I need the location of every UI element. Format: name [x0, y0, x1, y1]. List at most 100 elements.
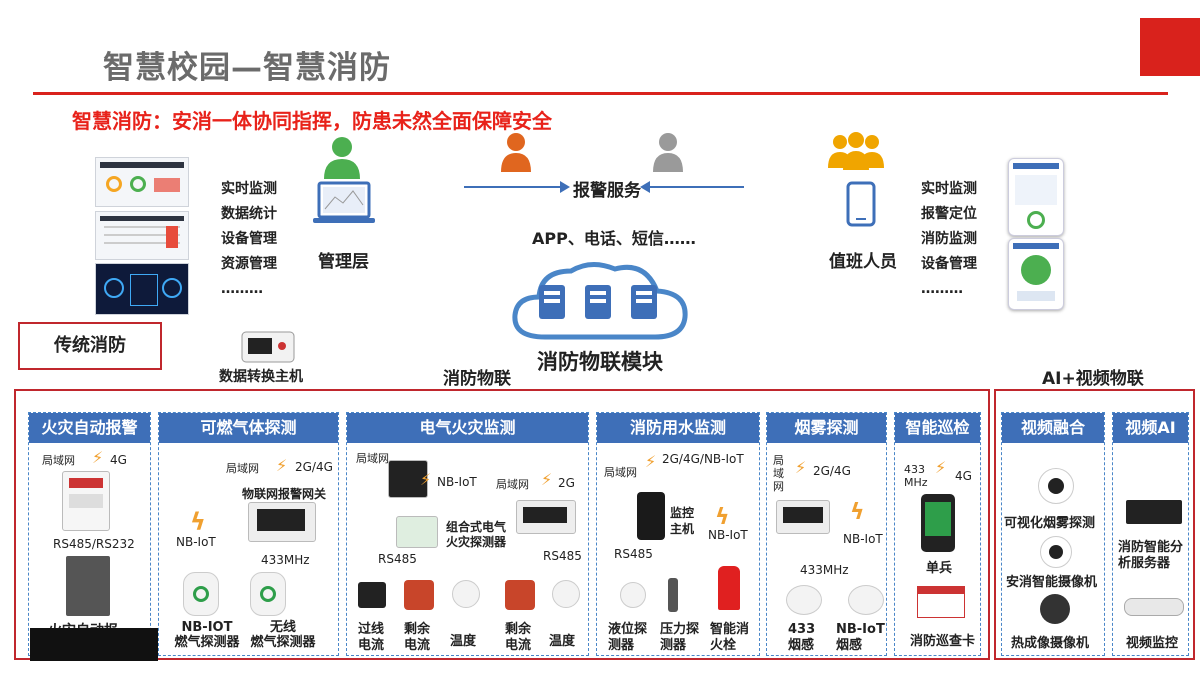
nb-gas-detector	[183, 572, 219, 616]
left-function-2: 数据统计	[221, 206, 277, 222]
alarm-arrows	[464, 181, 744, 193]
fire-alarm-bus: RS485/RS232	[53, 537, 135, 551]
section-fire-alarm: 火灾自动报警	[28, 412, 151, 656]
management-layer-label: 管理层	[318, 252, 369, 272]
residual-current-sensor-1	[404, 580, 434, 610]
section-patrol: 智能巡检	[894, 412, 981, 656]
thermal-camera	[1040, 594, 1070, 624]
water-lan: 局域网	[604, 466, 637, 479]
combo-detector-device	[396, 516, 438, 548]
electric-bus-1: RS485	[378, 552, 417, 566]
pressure-sensor	[668, 578, 678, 612]
smoke-device-2-label: NB-IoT 烟感	[836, 622, 885, 653]
electric-device-2-label: 剩余 电流	[404, 622, 431, 653]
left-function-4: 资源管理	[221, 256, 277, 272]
patrol-device-1-label: 单兵	[926, 561, 953, 576]
section-video-ai: 视频AI	[1112, 412, 1189, 656]
electric-nb-label: NB-IoT	[437, 475, 477, 489]
mobile-screenshot-2	[1008, 238, 1064, 310]
smoke-vision-camera	[1038, 468, 1074, 504]
patrol-header: 智能巡检	[895, 413, 980, 443]
video-ai-device-1-label: 消防智能分 析服务器	[1118, 540, 1184, 571]
electric-device-1-label: 过线 电流	[358, 622, 385, 653]
smoke-net: 2G/4G	[813, 464, 851, 478]
section-electric: 电气火灾监测	[346, 412, 589, 656]
wireless-gas-detector	[250, 572, 286, 616]
page-title: 智慧校园—智慧消防	[103, 50, 391, 86]
cloud-icon	[512, 262, 688, 340]
mobile-screenshot-1	[1008, 158, 1064, 236]
water-bus-label: RS485	[614, 547, 653, 561]
left-function-5: ………	[221, 281, 263, 297]
water-nb-label: NB-IoT	[708, 528, 748, 542]
gas-gateway-device	[248, 502, 316, 542]
signal-icon: ⚡	[795, 458, 807, 477]
iot-title: 消防物联	[443, 369, 511, 389]
smoke-host-device	[776, 500, 830, 534]
alarm-service-label: 报警服务	[573, 181, 641, 201]
header-rule	[33, 92, 1168, 95]
temp-sensor-2	[552, 580, 580, 608]
right-function-3: 消防监测	[921, 231, 977, 247]
video-ai-header: 视频AI	[1113, 413, 1188, 443]
alarm-channels-label: APP、电话、短信……	[532, 229, 696, 248]
right-function-2: 报警定位	[921, 206, 977, 222]
patrol-device-2-label: 消防巡查卡	[910, 634, 976, 649]
right-function-5: ………	[921, 281, 963, 297]
fire-alarm-net: 4G	[110, 453, 127, 467]
fire-alarm-header: 火灾自动报警	[29, 413, 150, 443]
signal-icon: ϟ	[715, 505, 730, 530]
left-function-1: 实时监测	[221, 181, 277, 197]
left-function-3: 设备管理	[221, 231, 277, 247]
analysis-server	[1126, 500, 1182, 524]
black-caption-bar	[30, 628, 158, 661]
smoke-lan: 局 域 网	[773, 454, 784, 493]
smoke-header: 烟雾探测	[767, 413, 886, 443]
smart-camera	[1040, 536, 1072, 568]
right-function-1: 实时监测	[921, 181, 977, 197]
mobile-phone-icon	[846, 181, 876, 227]
temp-sensor-1	[452, 580, 480, 608]
electric-host-device	[516, 500, 576, 534]
electric-lan-1: 局域网	[356, 452, 389, 465]
gateway-host-icon	[241, 331, 295, 363]
gas-lan: 局域网	[226, 462, 259, 475]
header-accent-block	[1140, 18, 1200, 76]
duty-personnel-label: 值班人员	[829, 252, 897, 272]
gas-gateway-label: 物联网报警网关	[242, 487, 327, 501]
video-fusion-device-1-label: 可视化烟雾探测	[1004, 516, 1096, 531]
smoke-freq-label: 433MHz	[800, 563, 849, 577]
section-gas: 可燃气体探测	[158, 412, 339, 656]
ai-title: AI+视频物联	[1042, 369, 1144, 389]
electric-net: 2G	[558, 476, 575, 490]
fire-alarm-cabinet	[66, 556, 110, 616]
video-fusion-device-2-label: 安消智能摄像机	[1006, 575, 1098, 590]
section-video-fusion: 视频融合	[1001, 412, 1105, 656]
combo-detector-label: 组合式电气 火灾探测器	[446, 520, 507, 549]
dashboard-screenshot-1	[95, 157, 189, 207]
electric-gateway-device	[388, 460, 428, 498]
nb-gas-detector-label: NB-IOT 燃气探测器	[174, 620, 240, 650]
smoke-device-1-label: 433 烟感	[788, 622, 816, 653]
patrol-card	[917, 586, 965, 618]
page-subtitle: 智慧消防：安消一体协同指挥，防患未然全面保障安全	[72, 109, 552, 133]
gas-freq-label: 433MHz	[261, 553, 310, 567]
right-function-4: 设备管理	[921, 256, 977, 272]
water-host-label: 监控 主机	[670, 506, 695, 536]
electric-bus-2: RS485	[543, 549, 582, 563]
gas-header: 可燃气体探测	[159, 413, 338, 443]
residual-current-sensor-2	[505, 580, 535, 610]
traditional-fire-label: 传统消防	[18, 322, 162, 370]
water-net: 2G/4G/NB-IoT	[662, 452, 744, 466]
fire-alarm-lan: 局域网	[42, 454, 75, 467]
signal-icon: ⚡	[420, 470, 432, 489]
cloud-module-label: 消防物联模块	[537, 350, 663, 374]
orange-person-icon	[501, 133, 531, 172]
patrol-net: 4G	[955, 469, 972, 483]
section-smoke: 烟雾探测	[766, 412, 887, 656]
video-ai-device-2-label: 视频监控	[1126, 636, 1179, 651]
signal-icon: ϟ	[190, 508, 206, 536]
laptop-icon	[313, 181, 375, 223]
gas-nb-label: NB-IoT	[176, 535, 216, 549]
signal-icon: ⚡	[645, 452, 657, 471]
